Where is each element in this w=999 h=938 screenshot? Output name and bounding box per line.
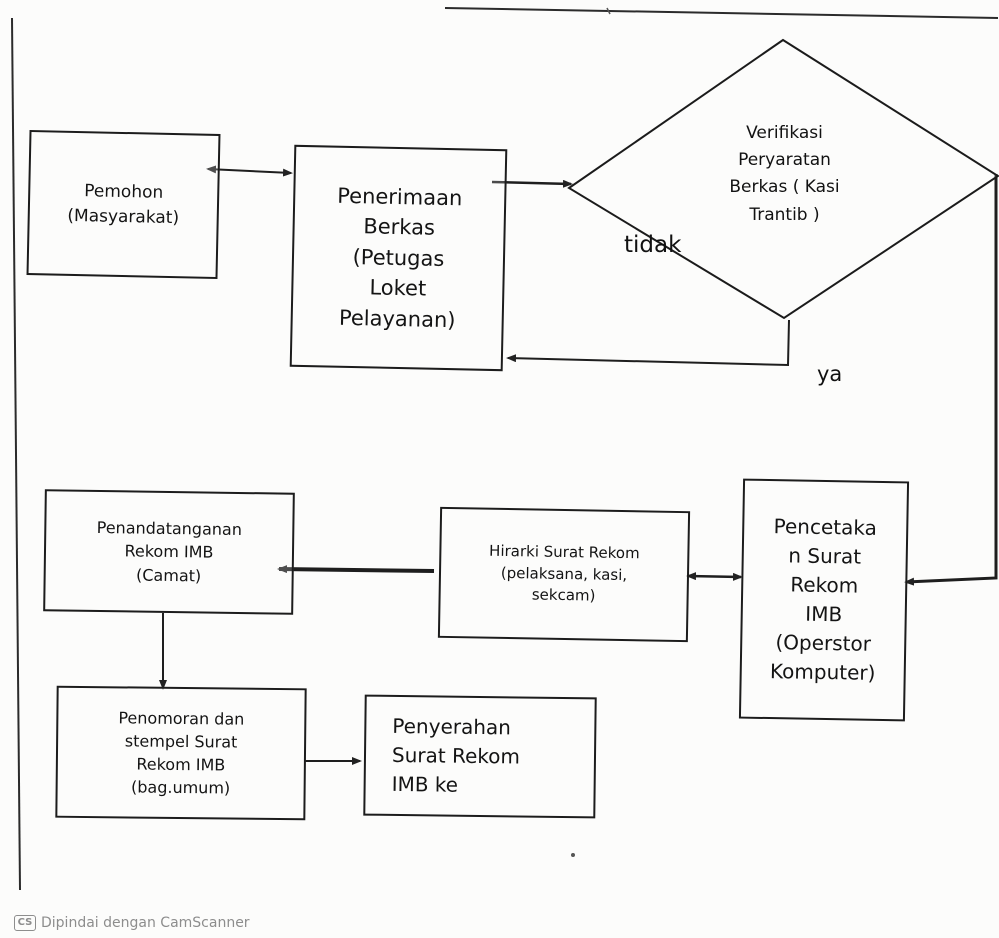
pemohon-penerimaan-arrow bbox=[206, 165, 293, 177]
penyerahan-text: Penyerahan Surat Rekom IMB ke bbox=[391, 713, 521, 797]
tidak-label: tidak bbox=[624, 232, 682, 258]
hirarki-box: Hirarki Surat Rekom (pelaksana, kasi, se… bbox=[437, 506, 691, 643]
scan-left-border bbox=[11, 17, 21, 891]
verifikasi-label: Verifikasi Peryaratan Berkas ( Kasi Tran… bbox=[729, 123, 840, 225]
hirarki-penandatanganan-arrow bbox=[277, 565, 435, 574]
camscanner-footer: CS Dipindai dengan CamScanner bbox=[14, 915, 250, 931]
verifikasi-pencetakan-arrow bbox=[904, 174, 998, 586]
penomoran-box: Penomoran dan stempel Surat Rekom IMB (b… bbox=[55, 685, 307, 821]
pencetakan-hirarki-arrow bbox=[686, 572, 743, 581]
scan-dot bbox=[571, 853, 575, 857]
scan-top-border bbox=[444, 7, 999, 19]
penandatanganan-box: Penandatanganan Rekom IMB (Camat) bbox=[43, 489, 295, 615]
camscanner-text: Dipindai dengan CamScanner bbox=[41, 915, 250, 931]
verifikasi-return-arrow bbox=[506, 319, 790, 367]
pemohon-text: Pemohon (Masyarakat) bbox=[67, 181, 180, 228]
verifikasi-diamond bbox=[567, 38, 999, 320]
scan-mark bbox=[606, 7, 611, 15]
penandatanganan-text: Penandatanganan Rekom IMB (Camat) bbox=[96, 518, 243, 586]
hirarki-text: Hirarki Surat Rekom (pelaksana, kasi, se… bbox=[488, 541, 640, 605]
penomoran-text: Penomoran dan stempel Surat Rekom IMB (b… bbox=[118, 707, 245, 798]
ya-label: ya bbox=[817, 362, 843, 386]
pencetakan-text: Pencetaka n Surat Rekom IMB (Operstor Ko… bbox=[769, 514, 878, 685]
penerimaan-box: Penerimaan Berkas (Petugas Loket Pelayan… bbox=[289, 144, 508, 372]
pemohon-box: Pemohon (Masyarakat) bbox=[26, 130, 221, 279]
pencetakan-box: Pencetaka n Surat Rekom IMB (Operstor Ko… bbox=[738, 478, 910, 722]
penerimaan-text: Penerimaan Berkas (Petugas Loket Pelayan… bbox=[337, 183, 463, 332]
camscanner-icon: CS bbox=[14, 915, 36, 931]
penyerahan-box: Penyerahan Surat Rekom IMB ke bbox=[363, 694, 597, 819]
penerimaan-verifikasi-arrow bbox=[491, 179, 573, 188]
